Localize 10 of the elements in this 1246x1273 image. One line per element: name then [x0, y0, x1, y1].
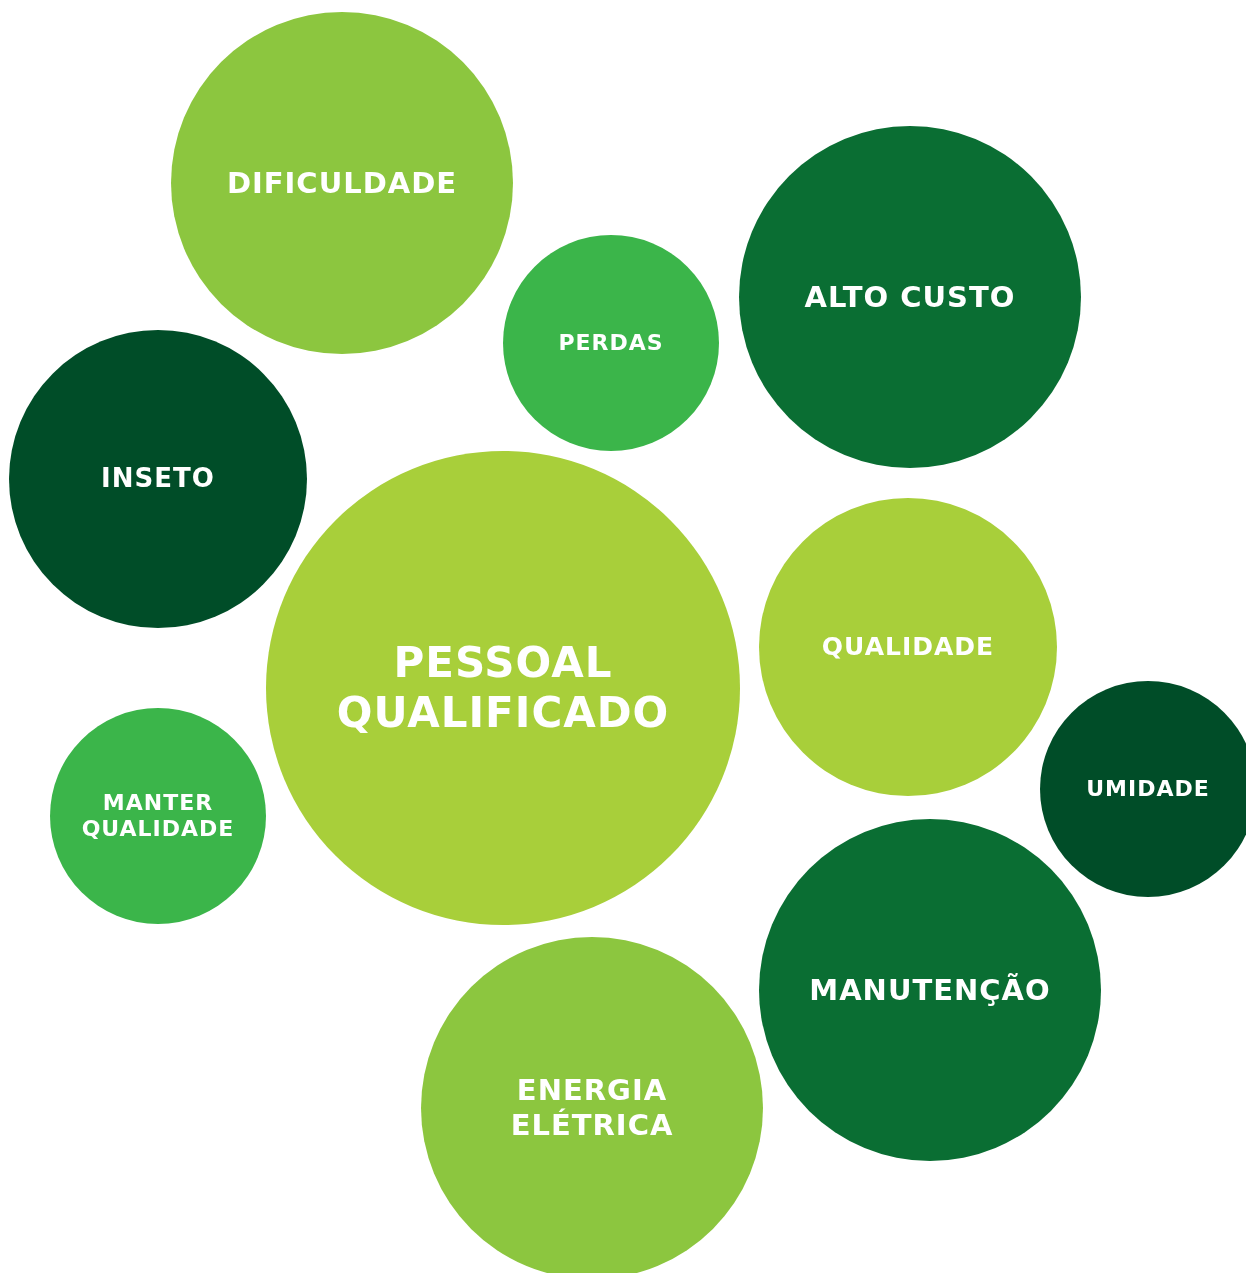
bubble-label: PESSOAL QUALIFICADO [335, 637, 671, 739]
bubble-label: UMIDADE [1086, 775, 1210, 803]
bubble-label: DIFICULDADE [226, 165, 458, 201]
bubble-label: MANTER QUALIDADE [80, 789, 236, 843]
bubble-label: PERDAS [558, 329, 664, 357]
bubble-label: ENERGIA ELÉTRICA [509, 1073, 675, 1143]
bubble-label: ALTO CUSTO [804, 279, 1016, 315]
bubble-label: INSETO [101, 463, 215, 495]
bubble-label: QUALIDADE [821, 632, 995, 662]
bubble-label: MANUTENÇÃO [809, 972, 1051, 1008]
